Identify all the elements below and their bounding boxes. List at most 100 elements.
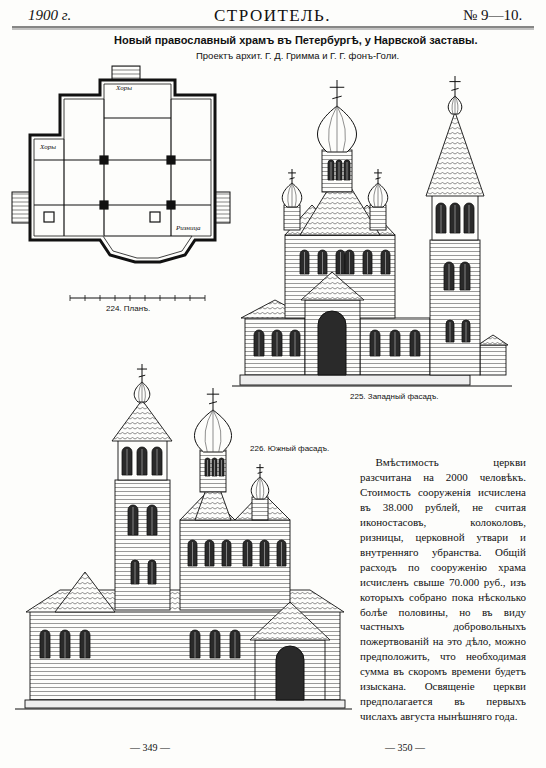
drawing-stroke bbox=[133, 507, 134, 535]
room-label: Ризница bbox=[176, 224, 201, 232]
drawing-stroke bbox=[260, 464, 261, 477]
drawing-stroke bbox=[213, 410, 221, 452]
drawing-stroke bbox=[465, 264, 466, 290]
drawing-stroke bbox=[337, 106, 345, 152]
page-number: — 349 — bbox=[130, 742, 170, 754]
drawing-stroke bbox=[318, 311, 346, 375]
drawing-stroke bbox=[292, 169, 293, 183]
drawing-stroke bbox=[65, 632, 66, 658]
drawing-stroke bbox=[55, 572, 115, 612]
issue-number: № 9—10. bbox=[463, 6, 522, 24]
drawing-stroke bbox=[259, 332, 260, 356]
drawing-stroke bbox=[25, 700, 345, 708]
drawing-stroke bbox=[378, 183, 382, 207]
floor-plan bbox=[12, 66, 230, 301]
drawing-stroke bbox=[349, 252, 350, 274]
drawing-stroke bbox=[104, 117, 171, 118]
drawing-stroke bbox=[222, 540, 231, 566]
drawing-stroke bbox=[466, 322, 467, 342]
drawing-stroke bbox=[415, 332, 416, 356]
drawing-stroke bbox=[145, 295, 146, 301]
drawing-stroke bbox=[251, 477, 269, 499]
drawing-stroke bbox=[214, 460, 215, 476]
drawing-stroke bbox=[70, 295, 71, 301]
drawing-stroke bbox=[444, 262, 454, 290]
drawing-stroke bbox=[232, 385, 512, 386]
drawing-stroke bbox=[462, 320, 470, 342]
room-label: Хоры bbox=[40, 143, 56, 151]
drawing-stroke bbox=[195, 632, 196, 658]
drawing-stroke bbox=[276, 646, 304, 700]
drawing-stroke bbox=[337, 106, 338, 152]
drawing-stroke bbox=[385, 252, 386, 274]
drawing-stroke bbox=[167, 156, 175, 164]
drawing-stroke bbox=[292, 183, 296, 207]
drawing-stroke bbox=[322, 150, 352, 192]
drawing-stroke bbox=[345, 250, 354, 274]
drawing-stroke bbox=[410, 330, 420, 356]
drawing-stroke bbox=[215, 632, 216, 658]
drawing-stroke bbox=[130, 295, 131, 301]
drawing-stroke bbox=[128, 505, 138, 535]
drawing-stroke bbox=[115, 295, 116, 301]
drawing-stroke bbox=[221, 460, 222, 476]
drawing-stroke bbox=[235, 632, 236, 658]
drawing-stroke bbox=[131, 560, 139, 584]
drawing-stroke bbox=[395, 332, 396, 356]
drawing-stroke bbox=[230, 630, 240, 658]
drawing-stroke bbox=[152, 447, 162, 475]
drawing-stroke bbox=[258, 472, 263, 473]
drawing-stroke bbox=[142, 382, 143, 402]
drawing-stroke bbox=[157, 449, 158, 475]
drawing-stroke bbox=[207, 388, 219, 410]
drawing-stroke bbox=[243, 540, 252, 566]
drawing-stroke bbox=[363, 250, 372, 274]
figure-caption: 225. Западный фасадъ. bbox=[350, 392, 439, 402]
drawing-stroke bbox=[205, 540, 214, 566]
drawing-stroke bbox=[300, 250, 309, 274]
drawing-stroke bbox=[332, 96, 341, 99]
drawing-stroke bbox=[60, 630, 70, 658]
drawing-stroke bbox=[288, 183, 292, 207]
architect-credit: Проектъ архит. Г. Д. Гримма и Г. Г. фонъ… bbox=[196, 50, 399, 61]
drawing-stroke bbox=[460, 262, 470, 290]
drawing-stroke bbox=[469, 205, 470, 233]
drawing-stroke bbox=[252, 497, 268, 520]
drawing-stroke bbox=[34, 84, 211, 258]
drawing-stroke bbox=[137, 364, 147, 382]
drawing-stroke bbox=[190, 295, 191, 301]
drawing-stroke bbox=[205, 295, 206, 301]
drawing-stroke bbox=[277, 540, 286, 566]
drawing-stroke bbox=[344, 160, 350, 180]
drawing-stroke bbox=[450, 203, 460, 233]
drawing-stroke bbox=[122, 447, 132, 475]
drawing-stroke bbox=[328, 160, 334, 180]
drawing-stroke bbox=[480, 345, 506, 375]
drawing-stroke bbox=[290, 330, 300, 356]
drawing-stroke bbox=[449, 264, 450, 290]
figure-caption: 224. Планъ. bbox=[106, 304, 150, 314]
drawing-stroke bbox=[100, 201, 108, 209]
drawing-stroke bbox=[256, 467, 263, 468]
drawing-stroke bbox=[15, 708, 352, 709]
drawing-stroke bbox=[115, 480, 170, 610]
south-facade bbox=[15, 364, 352, 709]
drawing-stroke bbox=[339, 162, 340, 180]
drawing-stroke bbox=[34, 204, 211, 205]
drawing-stroke bbox=[451, 88, 458, 90]
drawing-stroke bbox=[448, 96, 462, 114]
drawing-stroke bbox=[44, 212, 54, 222]
drawing-stroke bbox=[260, 477, 261, 499]
drawing-stroke bbox=[209, 402, 217, 404]
drawing-stroke bbox=[367, 252, 368, 274]
drawing-stroke bbox=[337, 80, 338, 106]
body-text: Вмѣстимость церкви разсчитана на 2000 че… bbox=[360, 455, 526, 724]
drawing-stroke bbox=[288, 172, 296, 173]
drawing-stroke bbox=[215, 192, 230, 223]
drawing-stroke bbox=[152, 562, 153, 584]
drawing-stroke bbox=[247, 542, 248, 566]
drawing-stroke bbox=[378, 169, 379, 183]
drawing-stroke bbox=[190, 630, 200, 658]
drawing-stroke bbox=[205, 458, 210, 476]
drawing-stroke bbox=[452, 96, 455, 114]
